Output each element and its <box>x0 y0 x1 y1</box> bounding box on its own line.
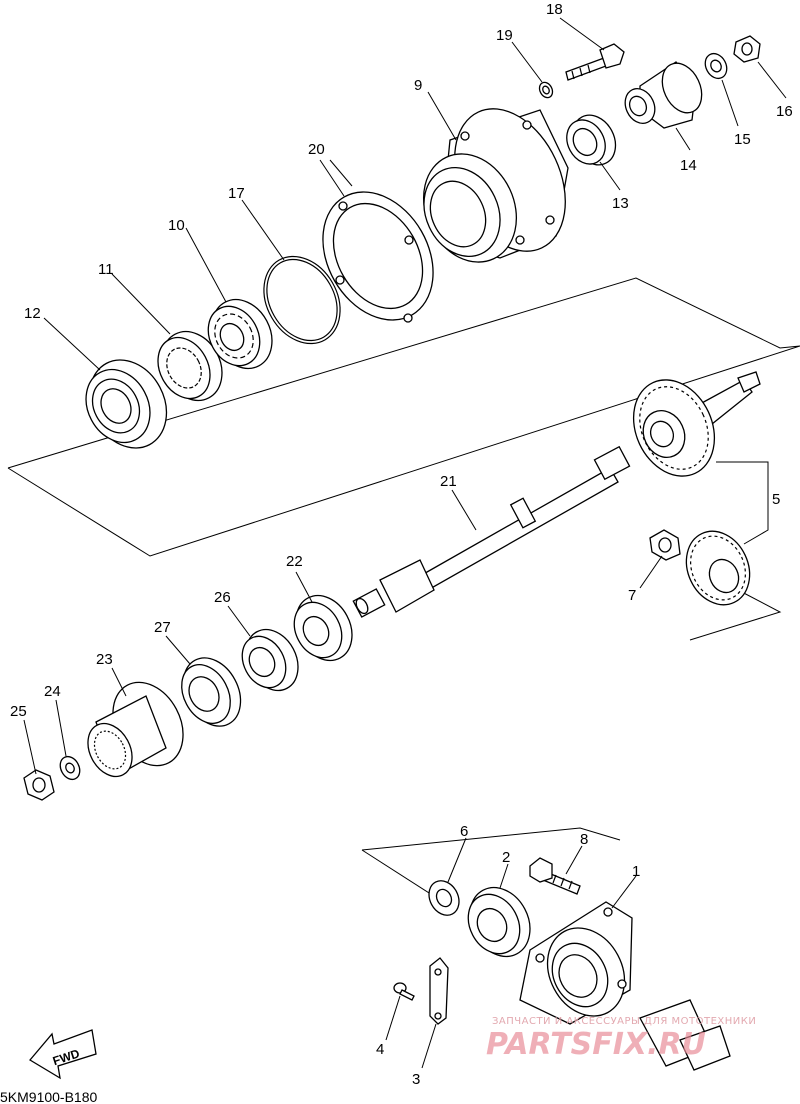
callout-1: 1 <box>632 863 640 880</box>
callout-26: 26 <box>214 589 231 606</box>
callout-9: 9 <box>414 77 422 94</box>
leader-lines <box>23 17 787 1069</box>
part-27-oil-seal[interactable] <box>172 648 252 736</box>
callout-23: 23 <box>96 651 113 668</box>
callout-13: 13 <box>612 195 629 212</box>
callout-24: 24 <box>44 683 61 700</box>
callout-17: 17 <box>228 185 245 202</box>
callout-19: 19 <box>496 27 513 44</box>
fwd-arrow-icon: FWD <box>29 1029 97 1080</box>
part-23-coupling[interactable] <box>79 670 197 784</box>
part-15-washer[interactable] <box>701 50 731 82</box>
callout-21: 21 <box>440 473 457 490</box>
part-11-splined-collar[interactable] <box>148 321 234 411</box>
callout-25: 25 <box>10 703 27 720</box>
callout-27: 27 <box>154 619 171 636</box>
callout-3: 3 <box>412 1071 420 1088</box>
watermark-tagline: ЗАПЧАСТИ И АКСЕССУАРЫ ДЛЯ МОТОТЕХНИКИ <box>492 1016 756 1027</box>
part-6-shim[interactable] <box>423 876 465 921</box>
part-13-oil-seal[interactable] <box>559 108 624 173</box>
callout-12: 12 <box>24 305 41 322</box>
part-3-lock-plate[interactable] <box>429 957 449 1025</box>
part-2-bearing[interactable] <box>458 877 541 967</box>
part-18-bolt[interactable] <box>565 43 625 81</box>
part-9-bearing-housing[interactable] <box>406 91 587 277</box>
callout-7: 7 <box>628 587 636 604</box>
part-21-drive-shaft[interactable] <box>352 445 631 618</box>
callout-15: 15 <box>734 131 751 148</box>
callout-11: 11 <box>98 261 114 278</box>
part-7-nut[interactable] <box>649 529 681 561</box>
callout-4: 4 <box>376 1041 384 1058</box>
part-10-bearing[interactable] <box>198 289 283 379</box>
part-19-washer[interactable] <box>537 80 555 100</box>
part-25-nut[interactable] <box>23 769 55 801</box>
part-16-nut[interactable] <box>733 35 761 63</box>
part-8-bolt[interactable] <box>529 857 581 895</box>
watermark-brand: PARTSFIX.RU <box>486 1027 706 1062</box>
callout-6: 6 <box>460 823 468 840</box>
part-12-bearing[interactable] <box>74 346 182 461</box>
assembly-frame-upper <box>7 277 800 557</box>
part-24-washer[interactable] <box>56 753 83 783</box>
watermark: ЗАПЧАСТИ И АКСЕССУАРЫ ДЛЯ МОТОТЕХНИКИ PA… <box>486 1016 756 1062</box>
callout-5: 5 <box>772 491 780 508</box>
part-5-gear-set[interactable] <box>618 367 761 615</box>
part-22-bearing[interactable] <box>285 586 363 670</box>
callout-labels: 1 2 3 4 5 6 7 8 9 10 11 12 13 14 15 16 1… <box>10 1 793 1088</box>
callout-22: 22 <box>286 553 303 570</box>
callout-20: 20 <box>308 141 325 158</box>
part-20-shim-plate[interactable] <box>301 172 456 340</box>
part-26-collar[interactable] <box>234 620 309 699</box>
callout-8: 8 <box>580 831 588 848</box>
callout-2: 2 <box>502 849 510 866</box>
callout-16: 16 <box>776 103 793 120</box>
part-17-o-ring[interactable] <box>249 243 356 358</box>
callout-10: 10 <box>168 217 185 234</box>
assembly-frame-lower <box>361 589 782 901</box>
part-14-coupling[interactable] <box>620 57 710 129</box>
part-4-screw[interactable] <box>393 982 415 1001</box>
callout-18: 18 <box>546 1 563 18</box>
callout-14: 14 <box>680 157 697 174</box>
diagram-code: 5KM9100-B180 <box>0 1089 98 1104</box>
part-1-gear-case[interactable] <box>519 901 731 1071</box>
